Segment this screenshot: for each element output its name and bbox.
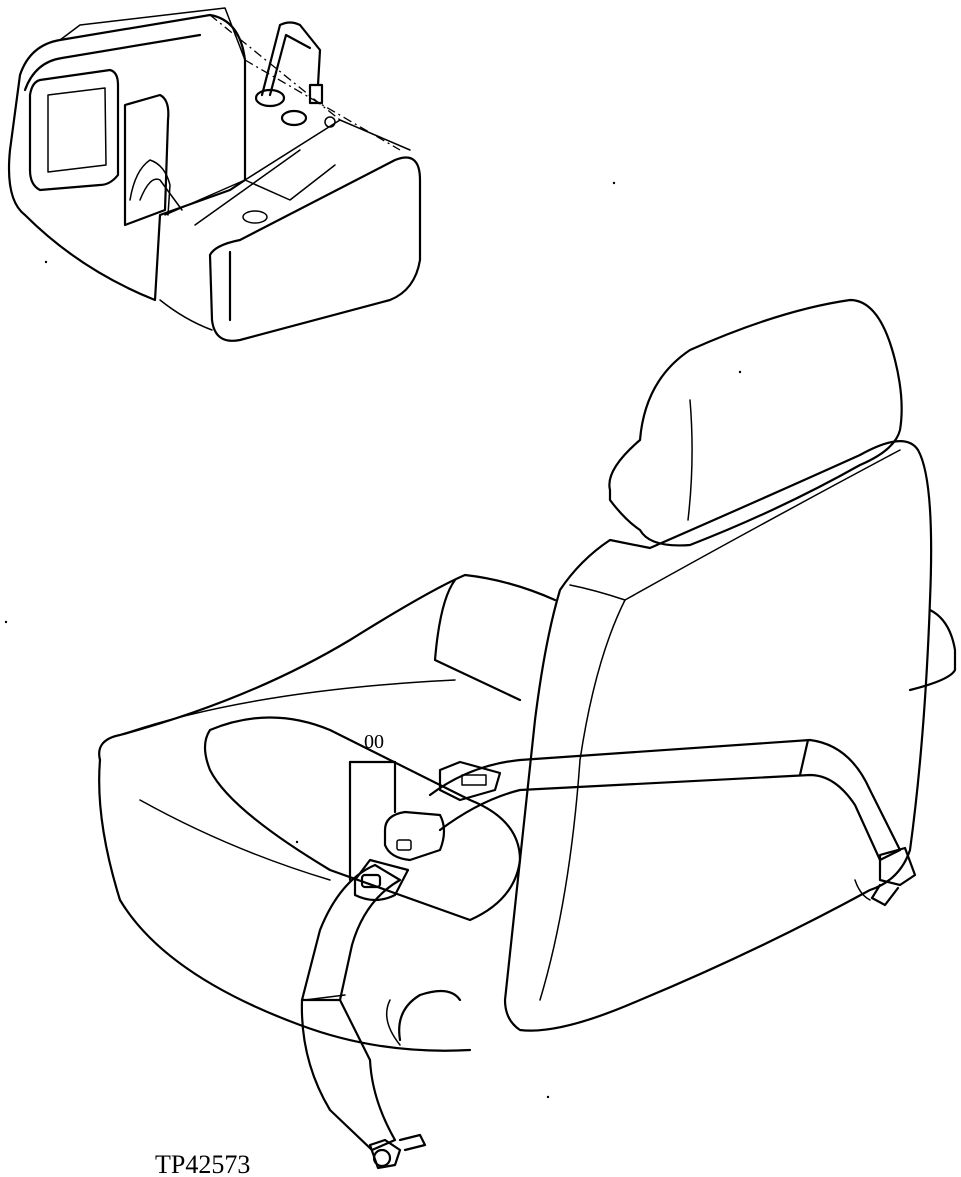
excavator-cab-inset [7,7,422,342]
scan-noise [4,181,742,1099]
seat-belt-left [300,858,427,1170]
seat-belt-right [383,738,917,907]
operator-seat [98,298,957,1052]
callout-label: 00 [364,731,384,753]
figure-id: TP42573 [155,1150,250,1177]
callout-00: 00 [348,731,397,882]
